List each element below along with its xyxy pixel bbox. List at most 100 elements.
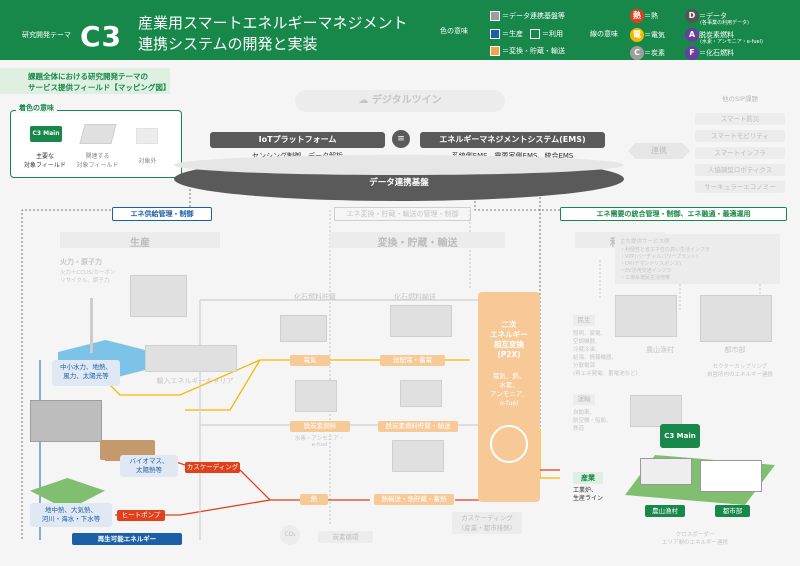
legend-conversion: ＝変換・貯蔵・輸送	[490, 46, 565, 56]
main-target-label: 主要な 対象フィールド	[24, 153, 66, 169]
sector-coupling-label: セクターカップリング 自営所内のエネルギー連携	[706, 364, 773, 378]
legend-use: ＝利用	[530, 29, 563, 39]
legend-swatch-gray	[490, 11, 500, 21]
service-item-3: ・EV活用交通インフラ	[620, 268, 672, 274]
legend-fossil: F＝化石燃料	[685, 46, 734, 60]
cloud-icon: ☁	[358, 95, 372, 106]
power-plant-illustration	[130, 275, 187, 317]
digital-twin-pill: ☁ デジタルツイン	[295, 90, 505, 112]
geothermal-label: 地中熱、大気熱、 河川・海水・下水等	[30, 503, 112, 527]
data-platform-label: データ連携基盤	[369, 178, 429, 188]
village-factory-illustration	[640, 458, 692, 485]
fossil-transport-illustration	[390, 305, 452, 337]
p2x-sub: 電気、熱、 水素、 アンモニア、 e-fuel	[489, 372, 529, 407]
services-box	[615, 234, 780, 284]
decarbon-storage-tag: 脱炭素燃料貯蔵・輸送	[378, 421, 458, 432]
sip-item-mobility: スマートモビリティ	[695, 130, 785, 142]
heat-transport-tag: 熱輸送・熱貯蔵・蓄熱	[374, 494, 454, 505]
legend-data-platform: ＝データ連携基盤等	[490, 11, 565, 21]
sip-item-circular: サーキュラーエコノミー	[695, 181, 785, 193]
data-platform-disk-top	[174, 155, 624, 175]
legend-data-platform-text: ＝データ連携基盤等	[502, 12, 565, 20]
sip-item-disaster: スマート防災	[695, 113, 785, 125]
tower-illustration	[392, 440, 444, 472]
subtitle-line1: 課題全体における研究開発テーマの	[28, 72, 148, 81]
legend-data-text: ＝データ	[699, 12, 727, 20]
legend-heat-text: ＝熱	[644, 12, 658, 20]
cascading-tag-left: カスケーディング	[185, 462, 240, 473]
city-label: 都市部	[715, 505, 750, 517]
legend-swatch-green	[530, 29, 540, 39]
fuel-letter-icon: A	[685, 28, 699, 42]
demand-mgmt-tag: エネ需要の統合管理・制御、エネ融通・最適運用	[560, 207, 787, 221]
legend-data: D＝データ	[685, 9, 727, 23]
transport-tag: 運輸	[573, 394, 595, 405]
related-target-label: 関連する 対象フィールド	[76, 153, 119, 169]
fossil-storage-label: 化石燃料貯蔵	[294, 293, 336, 301]
legend-coal-text: ＝炭素	[644, 49, 665, 57]
p2x-title: 二次 エネルギー 相互変換 (P2X)	[490, 320, 528, 359]
decarbon-fuel-sub: 水素・アンモニア・ e-fuel	[294, 436, 345, 448]
battery-illustration	[295, 380, 337, 412]
vehicles-illustration	[630, 395, 682, 427]
services-title: 主な提供サービス例	[620, 239, 670, 245]
cascading-sub: (産業・都市排熱)	[461, 524, 513, 532]
heat-tag: 熱	[300, 494, 328, 505]
theme-code: C3	[80, 20, 123, 53]
color-meaning-label: 色の意味	[440, 27, 468, 35]
cross-border-label: クロスボーダー エリア間のエネルギー連携	[661, 532, 728, 546]
supply-mgmt-tag: エネ供給管理・制御	[112, 207, 212, 221]
p2x-column	[478, 292, 540, 502]
subtitle-box	[0, 68, 170, 94]
legend-electricity-text: ＝電気	[644, 31, 665, 39]
thermal-sub: 火力＋CCUS/カーボン リサイクル、原子力	[60, 270, 116, 284]
commercial-sub: 照明、家電、 空調機器、 冷蔵冷凍、 給湯、情報機器、 分散電源 (再エネ発電、…	[573, 331, 638, 377]
carbon-cycle-tag: 炭素循環	[318, 531, 373, 543]
service-item-4: ・工場系選民生活地帯	[620, 275, 671, 281]
industry-sub: 工業炉、 生産ライン	[573, 487, 604, 502]
hydro-label: 中小水力、地熱、 風力、太陽光等	[52, 360, 120, 386]
iot-platform-pill: IoTプラットフォーム	[210, 132, 385, 148]
service-item-1: ・VPP(バーチャルパワープラント)	[620, 254, 699, 260]
transmission-tag: 送配電・蓄電	[380, 355, 445, 366]
data-letter-icon: D	[685, 9, 699, 23]
page-title-line2: 連携システムの開発と実装	[138, 35, 318, 53]
p2x-cycle-icon	[490, 425, 528, 463]
sip-item-robotics: 人協調型ロボティクス	[695, 164, 785, 176]
thermal-label: 火力・原子力	[60, 258, 102, 266]
page-title-line1: 産業用スマートエネルギーマネジメント	[138, 14, 408, 32]
legend-panel-title: 着色の意味	[16, 103, 57, 113]
legend-decarbon-sub: (水素・アンモニア・e-fuel)	[700, 39, 763, 45]
heatpump-tag: ヒートポンプ	[117, 510, 165, 521]
biomass-plant-illustration	[30, 400, 102, 442]
legend-electricity: 電＝電気	[630, 28, 665, 42]
service-item-0: ・利便性と省エネ性の高い生活インフラ	[620, 247, 710, 253]
legend-coal: C＝炭素	[630, 46, 665, 60]
main-field-badge: C3 Main Field	[30, 126, 62, 153]
fossil-transport-label: 化石燃料輸送	[394, 293, 436, 301]
ems-pill: エネルギーマネジメントシステム(EMS)	[420, 132, 605, 148]
legend-production-text: ＝生産	[502, 30, 523, 38]
database-icon: ≡	[392, 130, 410, 148]
legend-use-text: ＝利用	[542, 30, 563, 38]
sip-title: 他のSIP課題	[722, 95, 758, 103]
decarbon-fuel-tag: 脱炭素燃料	[290, 421, 350, 432]
legend-swatch-orange	[490, 46, 500, 56]
fossil-storage-illustration	[280, 315, 327, 342]
import-carrier-label: 輸入エネルギーキャリア	[156, 377, 234, 385]
conversion-mgmt-tag: エネ変換・貯蔵・輸送の管理・制御	[334, 207, 471, 221]
production-title: 生産	[130, 238, 150, 249]
fossil-letter-icon: F	[685, 46, 699, 60]
industry-tag: 産業	[573, 472, 603, 484]
legend-conversion-text: ＝変換・貯蔵・輸送	[502, 47, 565, 55]
production-band	[60, 232, 220, 248]
tank-illustration	[400, 380, 442, 407]
legend-decarbon-text: 脱炭素燃料	[699, 31, 734, 39]
main-field-badge-right: C3 Main Field	[660, 424, 700, 464]
city-label-faint: 都市部	[724, 346, 746, 354]
line-meaning-label: 線の意味	[590, 30, 618, 38]
legend-swatch-blue	[490, 29, 500, 39]
city-factory-illustration	[700, 460, 762, 492]
conversion-title: 変換・貯蔵・輸送	[377, 238, 458, 249]
